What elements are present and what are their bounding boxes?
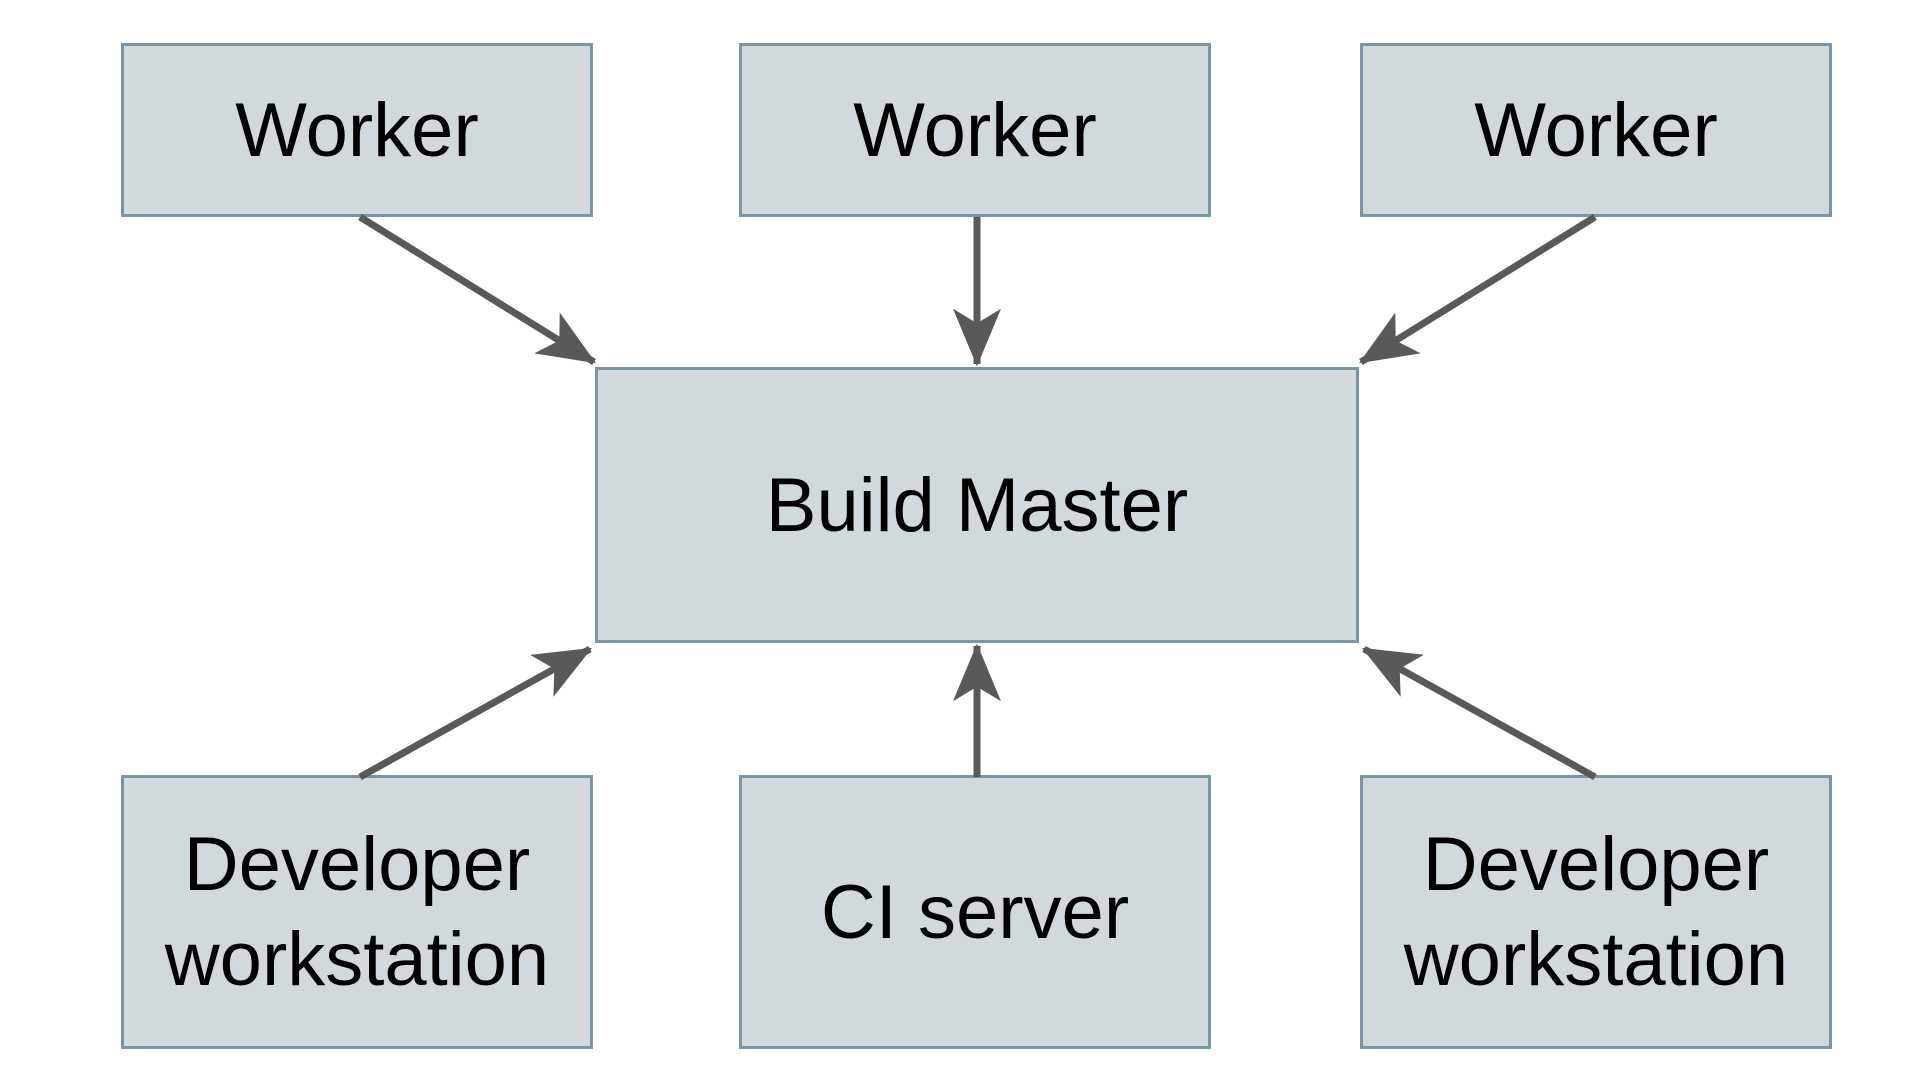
node-ci-server-label: CI server bbox=[820, 869, 1130, 955]
node-worker-2: Worker bbox=[739, 43, 1211, 217]
arrow-worker3-to-build-master bbox=[1358, 214, 1597, 365]
node-developer-workstation-2-label: Developer workstation bbox=[1403, 822, 1789, 1002]
node-worker-2-label: Worker bbox=[853, 87, 1097, 173]
node-worker-1-label: Worker bbox=[235, 87, 479, 173]
node-developer-workstation-1: Developer workstation bbox=[121, 775, 593, 1049]
node-worker-1: Worker bbox=[121, 43, 593, 217]
node-worker-3-label: Worker bbox=[1474, 87, 1718, 173]
node-developer-workstation-1-label: Developer workstation bbox=[164, 822, 550, 1002]
node-build-master: Build Master bbox=[595, 367, 1359, 643]
node-developer-workstation-2: Developer workstation bbox=[1360, 775, 1832, 1049]
node-ci-server: CI server bbox=[739, 775, 1211, 1049]
arrow-worker1-to-build-master bbox=[358, 214, 597, 365]
arrow-dev-workstation1-to-build-master bbox=[358, 645, 593, 781]
arrow-dev-workstation2-to-build-master bbox=[1361, 645, 1597, 781]
node-worker-3: Worker bbox=[1360, 43, 1832, 217]
node-build-master-label: Build Master bbox=[765, 462, 1189, 548]
